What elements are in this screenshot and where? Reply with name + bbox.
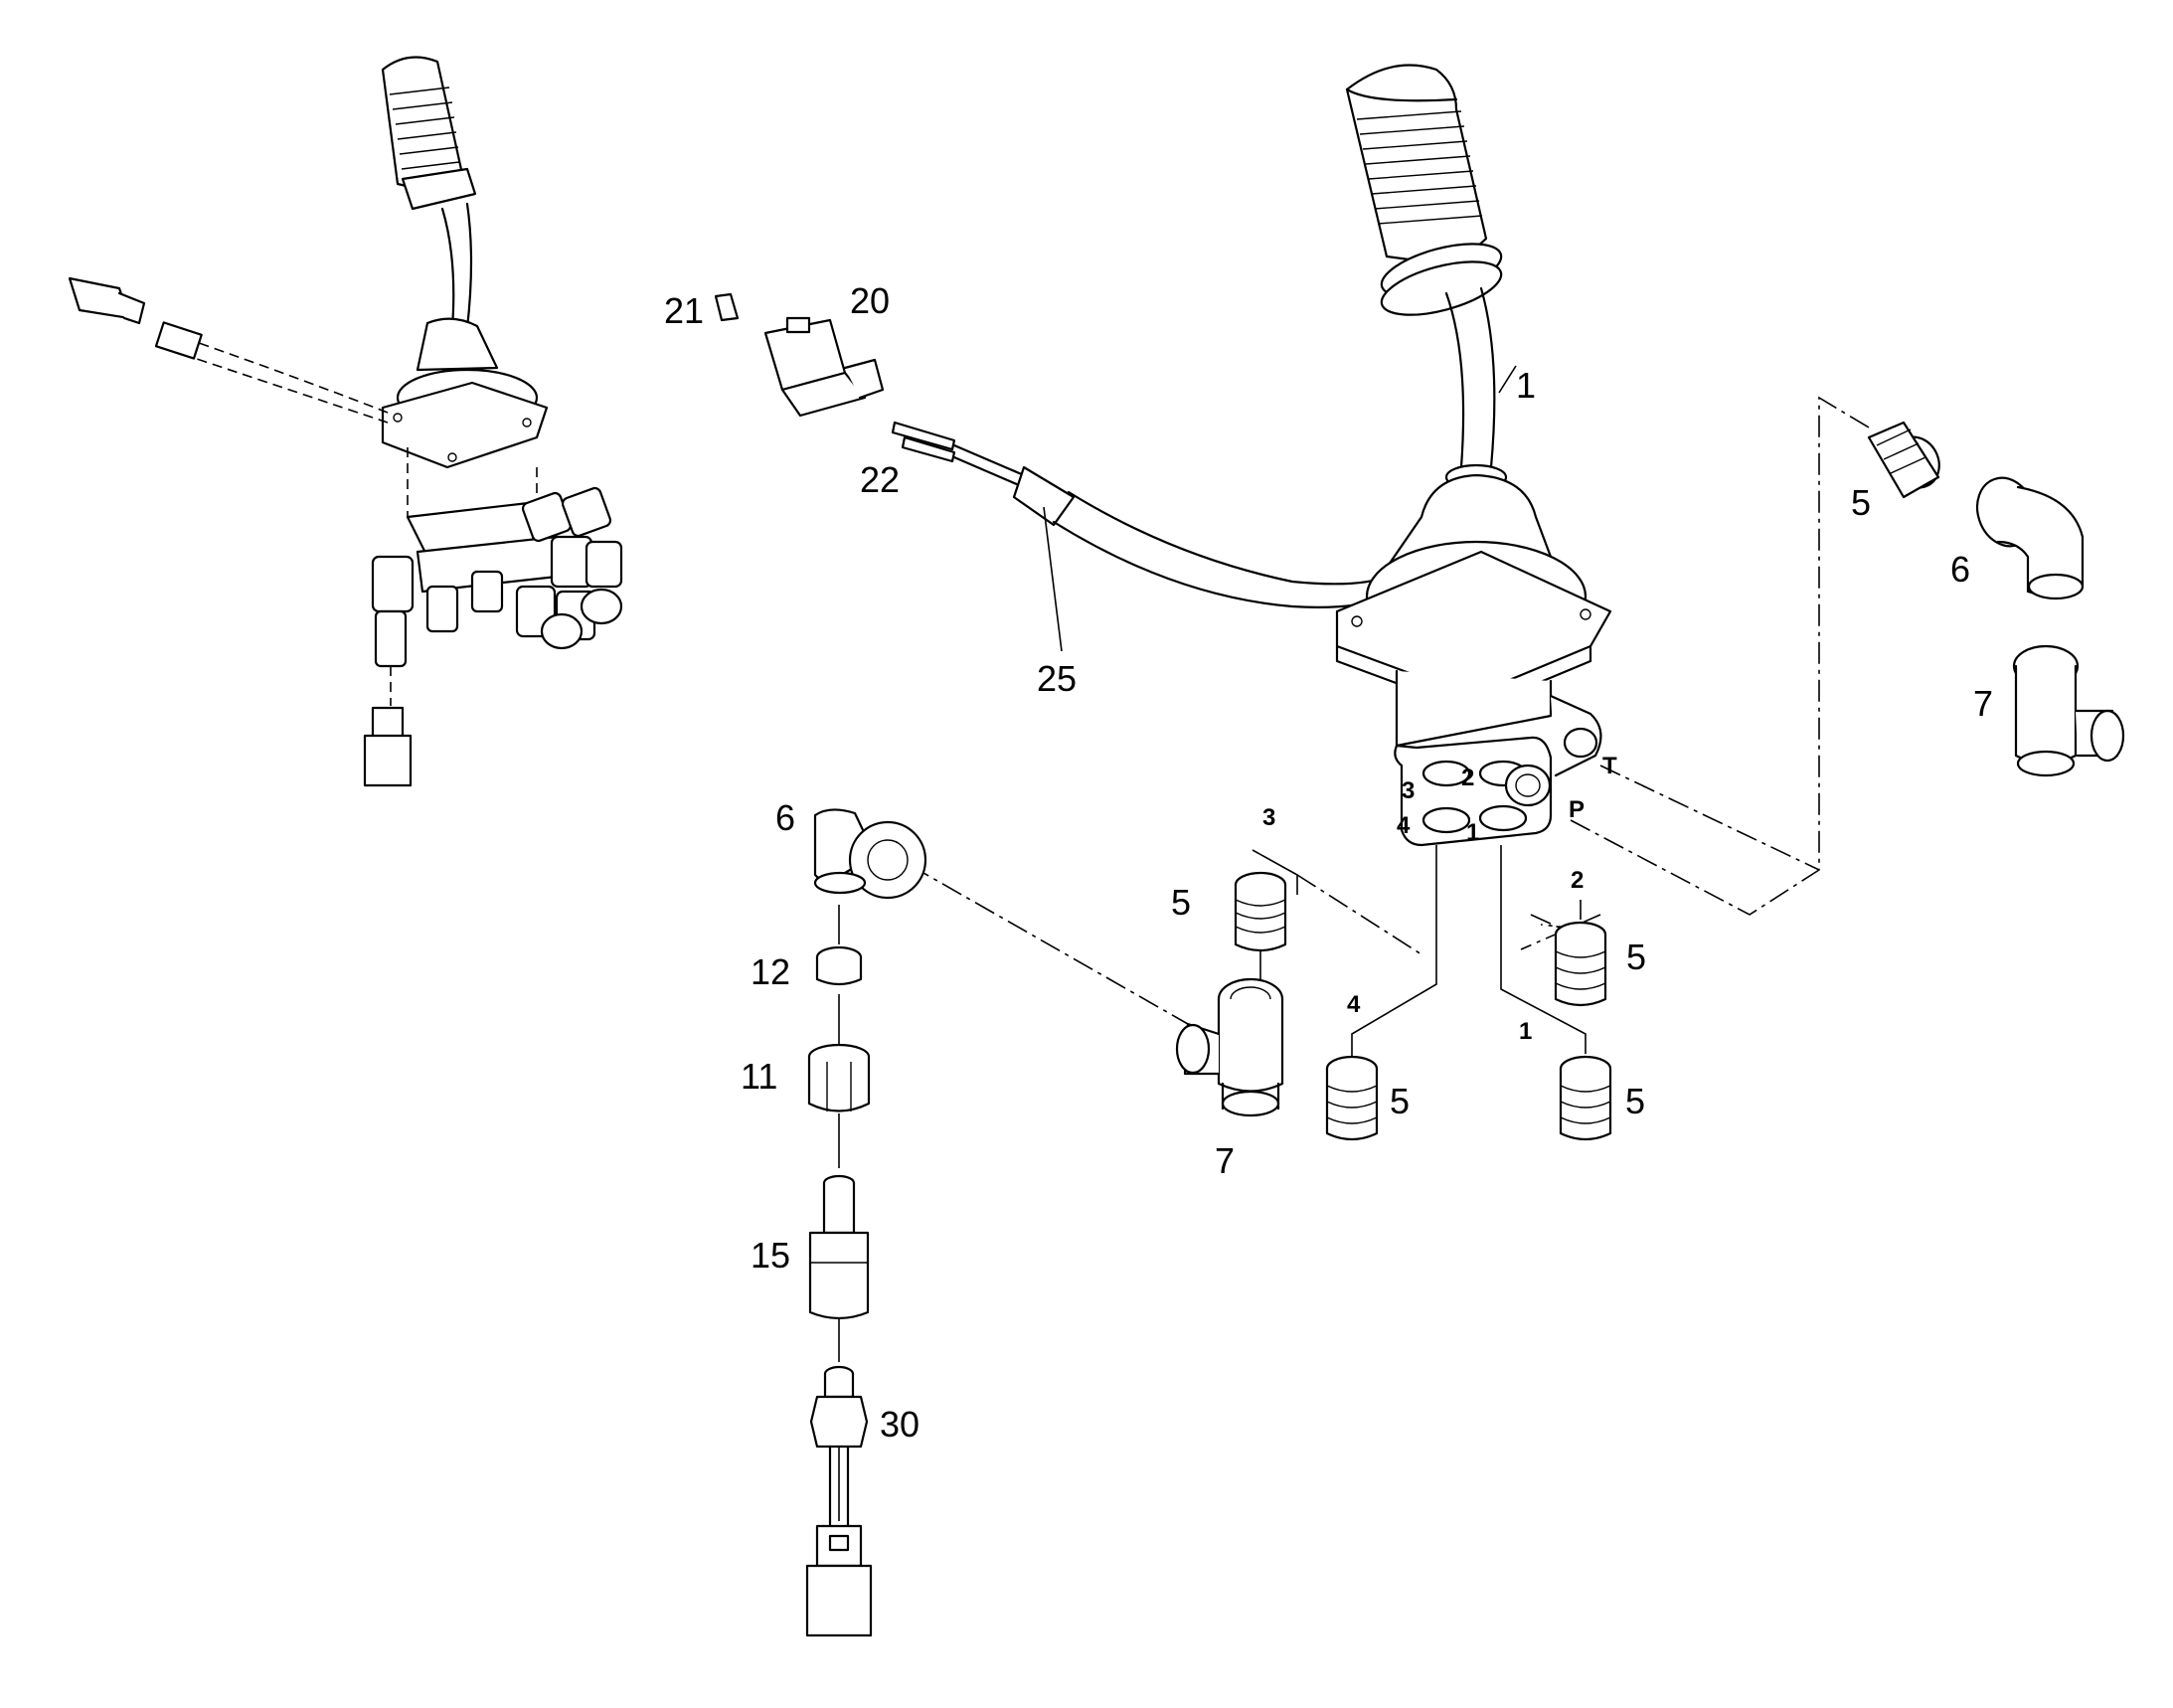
overview-grip [381, 56, 477, 330]
part-30-sensor [805, 1365, 873, 1637]
callout-25: 25 [1037, 658, 1077, 699]
port-label-2-fitting: 2 [1571, 867, 1584, 894]
part-12-ring [815, 945, 863, 986]
callout-6-left: 6 [775, 797, 795, 838]
callout-30: 30 [880, 1404, 919, 1445]
part-6-elbow-right [1975, 476, 2085, 600]
overview-cable [68, 276, 389, 424]
part-6-elbow-left [813, 808, 927, 900]
callout-5-port1: 5 [1625, 1081, 1645, 1121]
part-5-fitting-port1 [1559, 1055, 1612, 1141]
part-11-nut [807, 1043, 871, 1112]
port-label-3: 3 [1402, 777, 1415, 804]
callout-5-right: 5 [1851, 482, 1871, 523]
port-label-2: 2 [1461, 765, 1474, 791]
port-label-4-fitting: 4 [1347, 991, 1361, 1018]
port-label-4: 4 [1397, 812, 1411, 839]
callout-7-left: 7 [1215, 1140, 1235, 1181]
port-labels: 3 2 4 1 T P 3 2 4 1 [1262, 753, 1617, 1045]
part-15-adapter [808, 1174, 870, 1320]
callout-11: 11 [741, 1056, 777, 1097]
port-label-3-fitting: 3 [1262, 804, 1275, 831]
part-22-pins [891, 421, 1026, 487]
part-5-fitting-port4 [1325, 1055, 1379, 1141]
assembled-joystick-overview [68, 56, 623, 787]
leader-1 [1498, 365, 1517, 394]
port-label-T: T [1602, 753, 1617, 779]
port-label-P: P [1569, 796, 1585, 823]
callout-22: 22 [860, 459, 900, 500]
callout-5-top: 5 [1171, 882, 1191, 923]
callout-12: 12 [751, 951, 790, 992]
part-5-fitting-top [1234, 871, 1287, 952]
part-1-joystick [1335, 64, 1612, 847]
callout-6-right: 6 [1950, 549, 1970, 590]
callout-5-port4: 5 [1390, 1081, 1410, 1121]
routing-lines [838, 396, 1870, 1521]
part-5-fitting-port2 [1554, 921, 1607, 1007]
part-25-cable [1012, 465, 1394, 652]
part-7-tee-right [2012, 644, 2125, 777]
callout-20: 20 [850, 280, 890, 321]
callout-1: 1 [1516, 365, 1536, 406]
part-20-connector [763, 316, 885, 418]
callout-21: 21 [664, 290, 704, 331]
leader-25 [1043, 506, 1063, 652]
callout-15: 15 [751, 1235, 790, 1276]
port-label-1: 1 [1466, 819, 1479, 846]
callout-5-port2: 5 [1626, 937, 1646, 977]
overview-valve-block [363, 447, 623, 787]
callout-labels: 1 20 21 22 25 5 6 7 6 12 11 15 30 5 7 5 … [664, 280, 1993, 1445]
part-7-tee-left [1175, 977, 1284, 1117]
overview-boot [381, 317, 549, 469]
port-label-1-fitting: 1 [1519, 1018, 1532, 1045]
part-21-clip [714, 292, 740, 322]
part-5-fitting-right [1867, 421, 1940, 499]
callout-7-right: 7 [1973, 683, 1993, 724]
